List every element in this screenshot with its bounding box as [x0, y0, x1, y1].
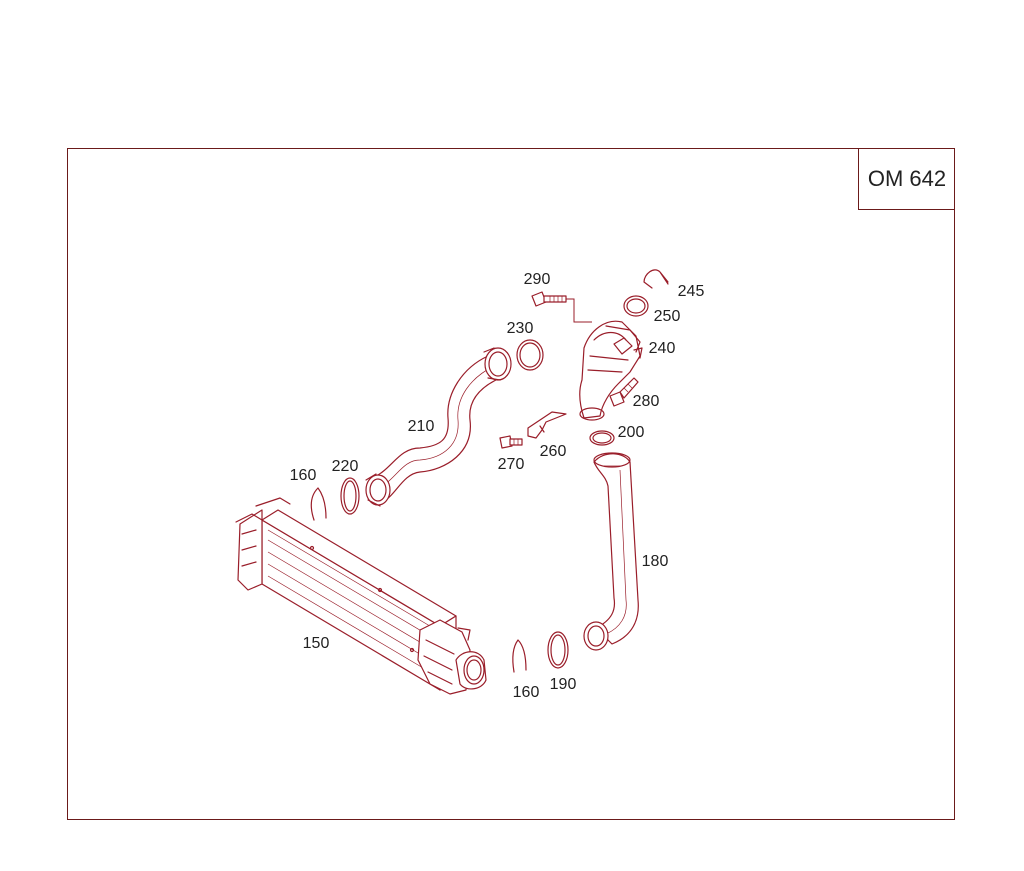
clip-160-lower[interactable] [512, 639, 527, 673]
callout-250: 250 [654, 308, 681, 325]
callout-240: 240 [649, 340, 676, 357]
callout-260: 260 [540, 443, 567, 460]
oring-190[interactable] [547, 631, 569, 669]
intake-housing-240[interactable] [579, 320, 643, 421]
oring-250[interactable] [623, 295, 649, 317]
clip-160-upper[interactable] [310, 487, 327, 521]
callout-190: 190 [550, 676, 577, 693]
bolt-280[interactable] [609, 377, 639, 407]
hose-180[interactable] [583, 452, 639, 651]
engine-code: OM 642 [867, 165, 947, 191]
diagram-frame [67, 148, 955, 820]
oring-200[interactable] [589, 430, 615, 446]
callout-245: 245 [678, 283, 705, 300]
callout-160-lower: 160 [513, 684, 540, 701]
oring-220[interactable] [340, 477, 360, 515]
clip-245[interactable] [643, 269, 669, 289]
callout-270: 270 [498, 456, 525, 473]
callout-160-upper: 160 [290, 467, 317, 484]
callout-200: 200 [618, 424, 645, 441]
callout-180: 180 [642, 553, 669, 570]
callout-150: 150 [303, 635, 330, 652]
callout-230: 230 [507, 320, 534, 337]
callout-280: 280 [633, 393, 660, 410]
oring-230[interactable] [516, 339, 544, 371]
bolt-270[interactable] [499, 435, 523, 449]
engine-code-box: OM 642 [858, 148, 955, 210]
bolt-290[interactable] [531, 291, 592, 323]
callout-290: 290 [524, 271, 551, 288]
intercooler-150[interactable] [235, 497, 487, 695]
bracket-260[interactable] [527, 411, 567, 439]
callout-210: 210 [408, 418, 435, 435]
callout-220: 220 [332, 458, 359, 475]
hose-210[interactable] [365, 347, 512, 507]
